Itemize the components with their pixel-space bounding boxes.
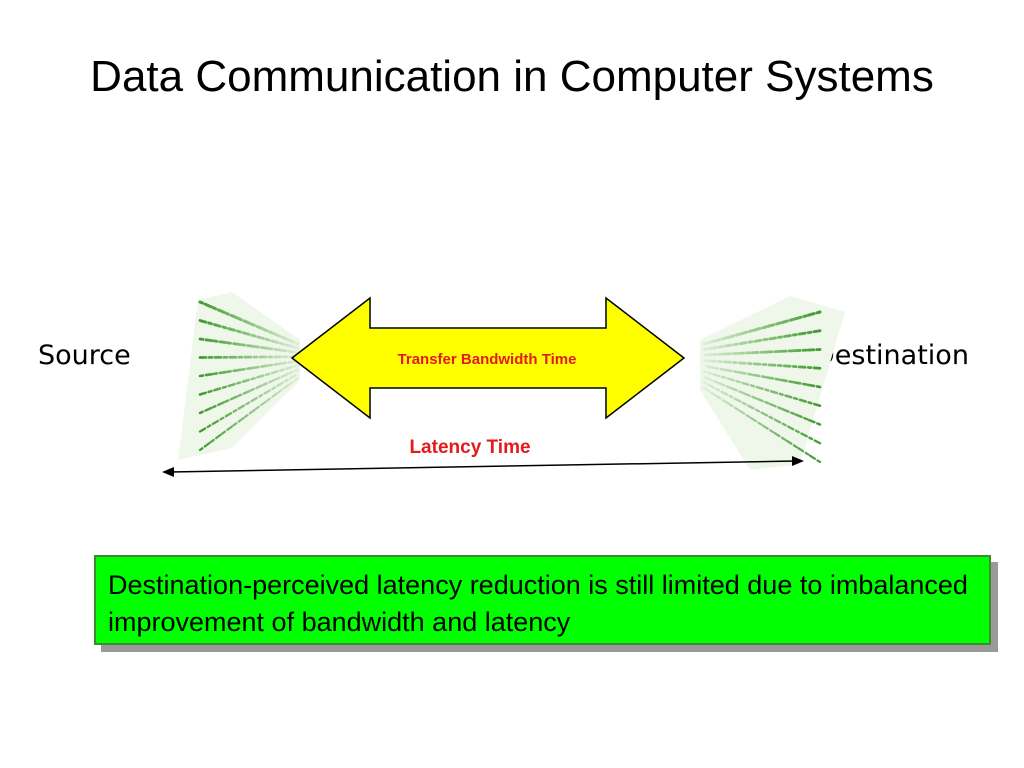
slide-title: Data Communication in Computer Systems <box>90 52 934 101</box>
latency-arrow <box>162 456 804 477</box>
note-box: Destination-perceived latency reduction … <box>94 555 991 645</box>
transfer-bandwidth-arrow <box>290 296 686 420</box>
latency-time-label: Latency Time <box>409 437 530 458</box>
transfer-bandwidth-label: Transfer Bandwidth Time <box>398 351 577 368</box>
binary-stream-left-icon <box>178 292 300 460</box>
binary-stream-right-icon <box>700 296 845 470</box>
source-label: Source <box>38 340 131 371</box>
destination-label: Destination <box>814 340 969 371</box>
